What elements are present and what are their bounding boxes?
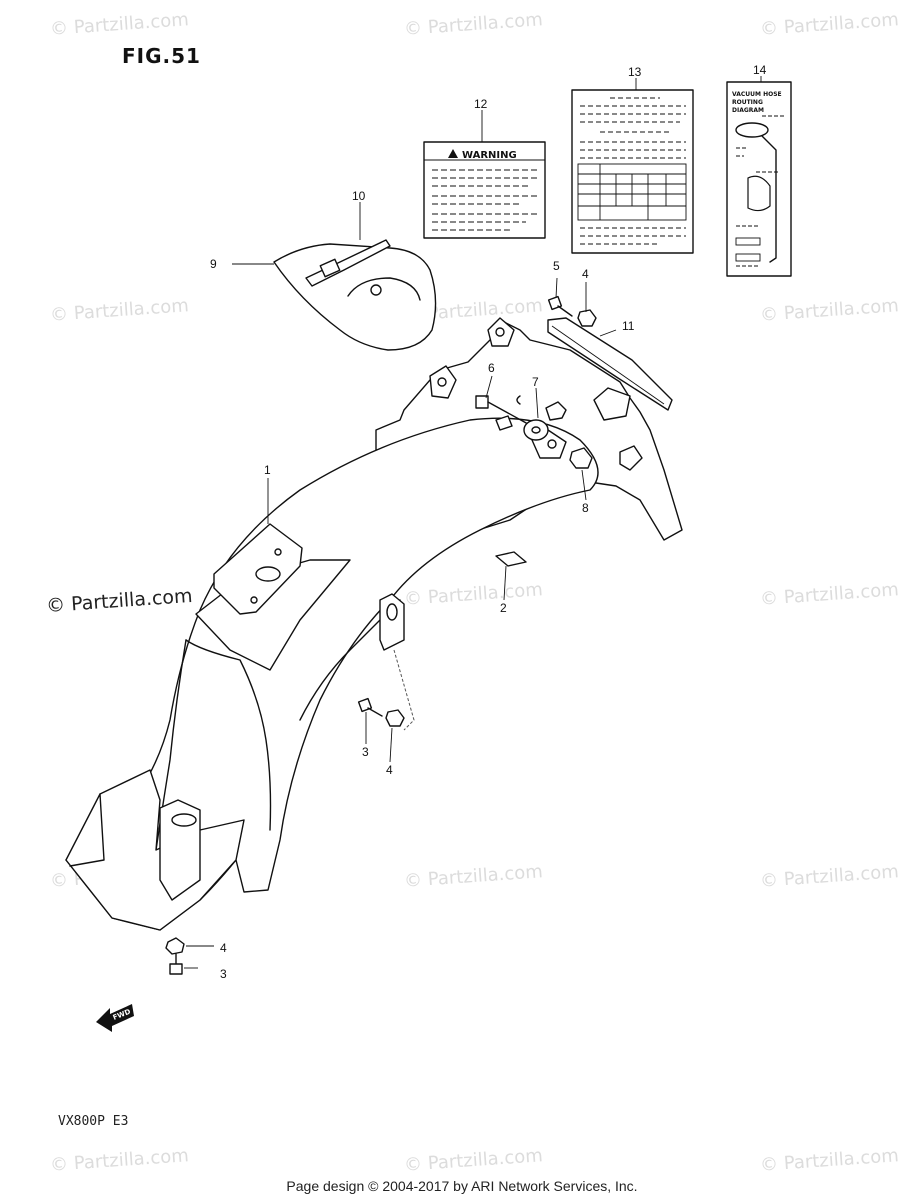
callout-13: 13 [628,65,642,79]
leader-lines [184,76,762,969]
info-label-part [571,89,694,254]
callout-numbers: 1 2 3 4 3 4 5 4 6 7 8 9 10 11 12 13 14 [210,63,767,981]
callout-4: 4 [220,941,227,955]
callout-4: 4 [582,267,589,281]
small-label-part [495,551,527,567]
callout-12: 12 [474,97,488,111]
callout-8: 8 [582,501,589,515]
bolt-5 [547,295,573,317]
bolt-3-bottom [169,953,183,975]
callout-3: 3 [362,745,369,759]
callout-5: 5 [553,259,560,273]
nut-4-mid [385,709,405,727]
callout-7: 7 [532,375,539,389]
nut-4-bottom [165,937,185,955]
bolt-3-mid [357,697,383,717]
tool-bag-part [273,239,437,351]
collar-7 [495,395,567,441]
callout-10: 10 [352,189,366,203]
rear-fender-part [65,317,683,931]
callout-4: 4 [386,763,393,777]
rubber-strip-part [547,317,673,411]
page-footer: Page design © 2004-2017 by ARI Network S… [286,1178,638,1194]
vacuum-hose-label-part: VACUUM HOSE ROUTING DIAGRAM [726,81,792,277]
bolt-6 [475,395,529,425]
vacuum-label-line2: ROUTING [732,99,763,106]
callout-3: 3 [220,967,227,981]
callout-9: 9 [210,257,217,271]
nut-8 [569,447,593,469]
vacuum-label-line1: VACUUM HOSE [732,91,782,98]
vacuum-label-line3: DIAGRAM [732,107,764,114]
warning-label-part: WARNING [423,141,546,239]
model-code: VX800P E3 [58,1114,129,1129]
callout-6: 6 [488,361,495,375]
callout-11: 11 [622,319,635,333]
figure-title: FIG.51 [122,44,201,68]
callout-2: 2 [500,601,507,615]
callout-1: 1 [264,463,271,477]
fasteners [165,295,597,975]
fwd-arrow-icon: FWD [96,1004,134,1032]
warning-label-text: WARNING [462,150,517,161]
callout-14: 14 [753,63,767,77]
nut-4-top [577,309,597,327]
